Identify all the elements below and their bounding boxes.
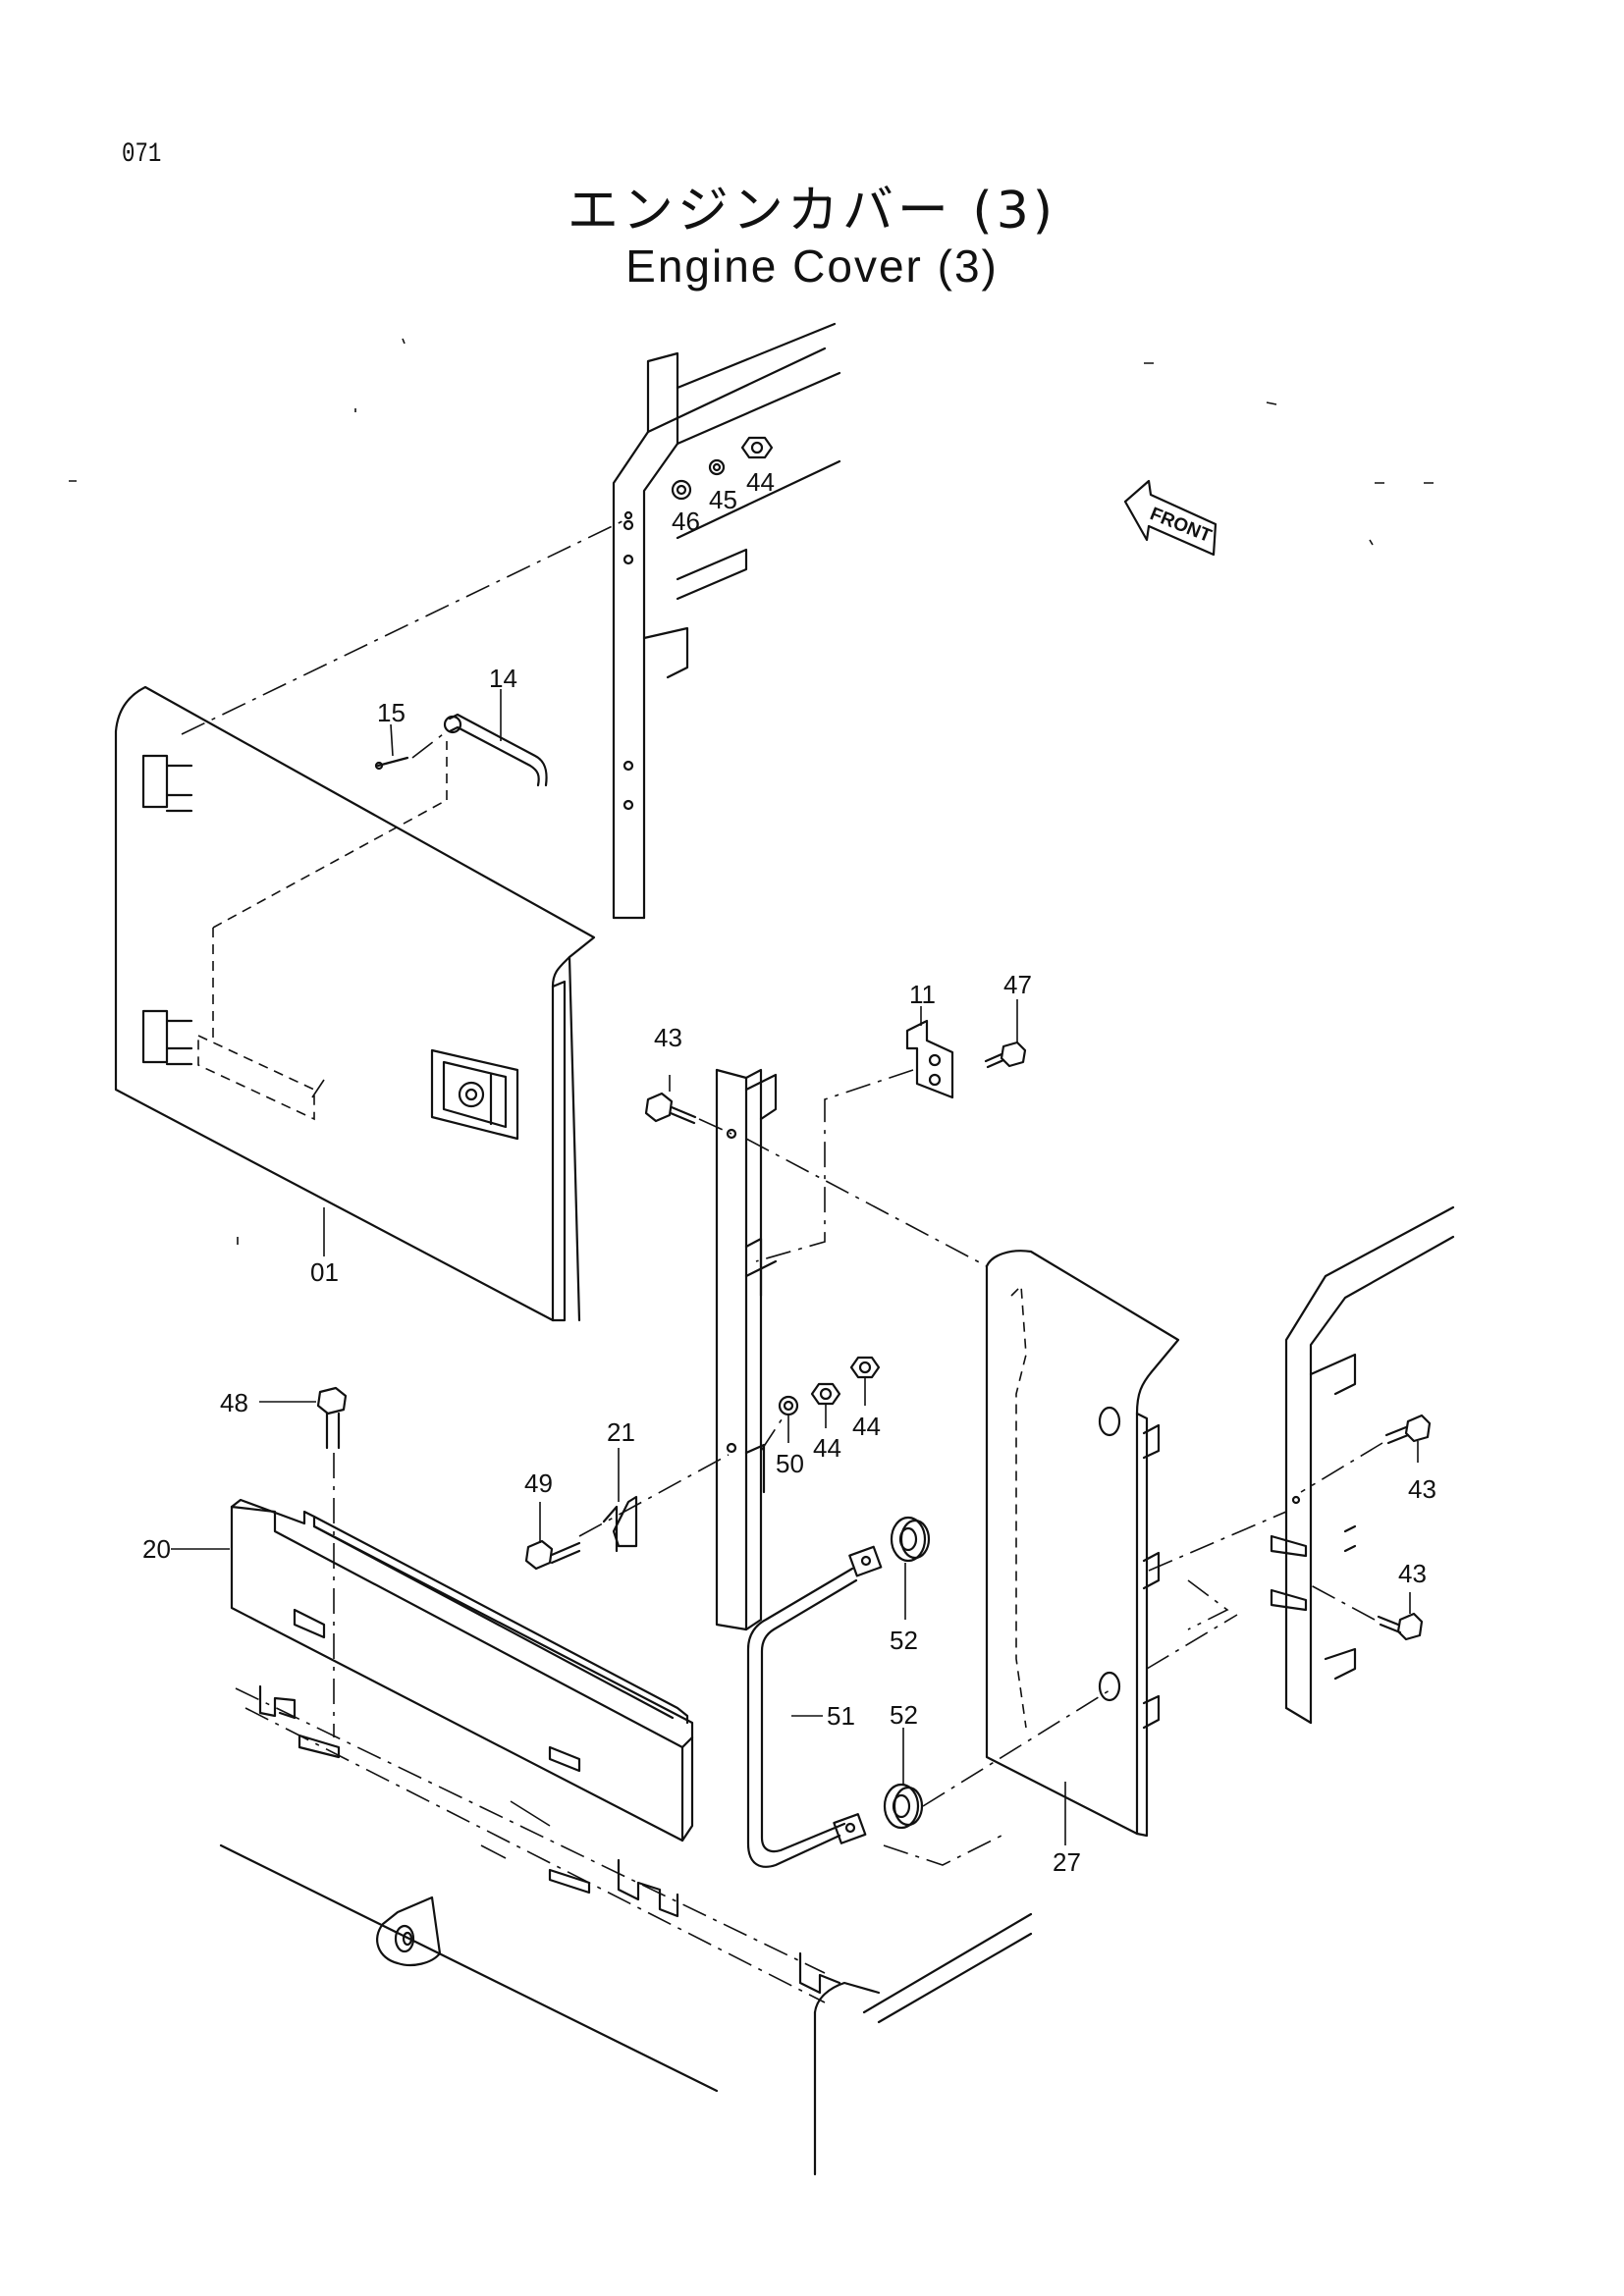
title-english: Engine Cover (3) — [625, 240, 999, 292]
page-number: 071 — [122, 139, 162, 170]
callout-44-middle-right: 44 — [852, 1412, 881, 1441]
callout-labels: 01 11 14 15 20 21 27 43 43 43 44 44 44 4… — [142, 467, 1436, 1877]
callout-45: 45 — [709, 485, 737, 514]
callout-20: 20 — [142, 1534, 171, 1564]
hardware-top — [671, 436, 774, 501]
right-frame — [1270, 1205, 1455, 1725]
callout-43-center: 43 — [654, 1023, 682, 1052]
callout-44-top: 44 — [746, 467, 775, 497]
cover-panel-20 — [171, 1498, 694, 1842]
bracket-21 — [524, 1448, 730, 1571]
callout-27: 27 — [1053, 1847, 1081, 1877]
front-arrow: FRONT — [1123, 479, 1218, 557]
callout-01: 01 — [310, 1257, 339, 1287]
callout-47: 47 — [1003, 970, 1032, 999]
callout-11: 11 — [909, 980, 936, 1009]
callout-49: 49 — [524, 1468, 553, 1498]
callout-52-lower: 52 — [890, 1700, 918, 1730]
callout-52-upper: 52 — [890, 1626, 918, 1655]
callout-51: 51 — [827, 1701, 855, 1731]
callout-44-middle-left: 44 — [813, 1433, 841, 1463]
side-plate-27 — [985, 1250, 1287, 1845]
callout-48: 48 — [220, 1388, 248, 1417]
dash-link-1 — [181, 519, 625, 735]
bolt-43-center — [644, 1075, 732, 1135]
title-japanese: エンジンカバー (3) — [567, 182, 1057, 240]
bolts-43-right — [1300, 1414, 1432, 1641]
upper-frame — [612, 322, 841, 920]
callout-46: 46 — [672, 507, 700, 536]
callout-21: 21 — [607, 1417, 635, 1447]
cable-51 — [746, 1516, 1110, 1868]
callout-15: 15 — [377, 698, 406, 727]
hardware-middle — [760, 1356, 881, 1452]
callout-43-right-lower: 43 — [1398, 1559, 1427, 1588]
callout-14: 14 — [489, 664, 517, 693]
dash-link-2 — [745, 1138, 988, 1267]
base-frame — [219, 1684, 1033, 2176]
rod-14 — [374, 689, 548, 787]
door-panel-01 — [114, 685, 596, 1322]
callout-43-right-upper: 43 — [1408, 1474, 1436, 1504]
bolt-48 — [259, 1386, 348, 1737]
stray-marks — [69, 338, 1434, 1245]
callout-50: 50 — [776, 1449, 804, 1478]
center-post — [715, 1068, 778, 1631]
bracket-11 — [755, 999, 1027, 1262]
